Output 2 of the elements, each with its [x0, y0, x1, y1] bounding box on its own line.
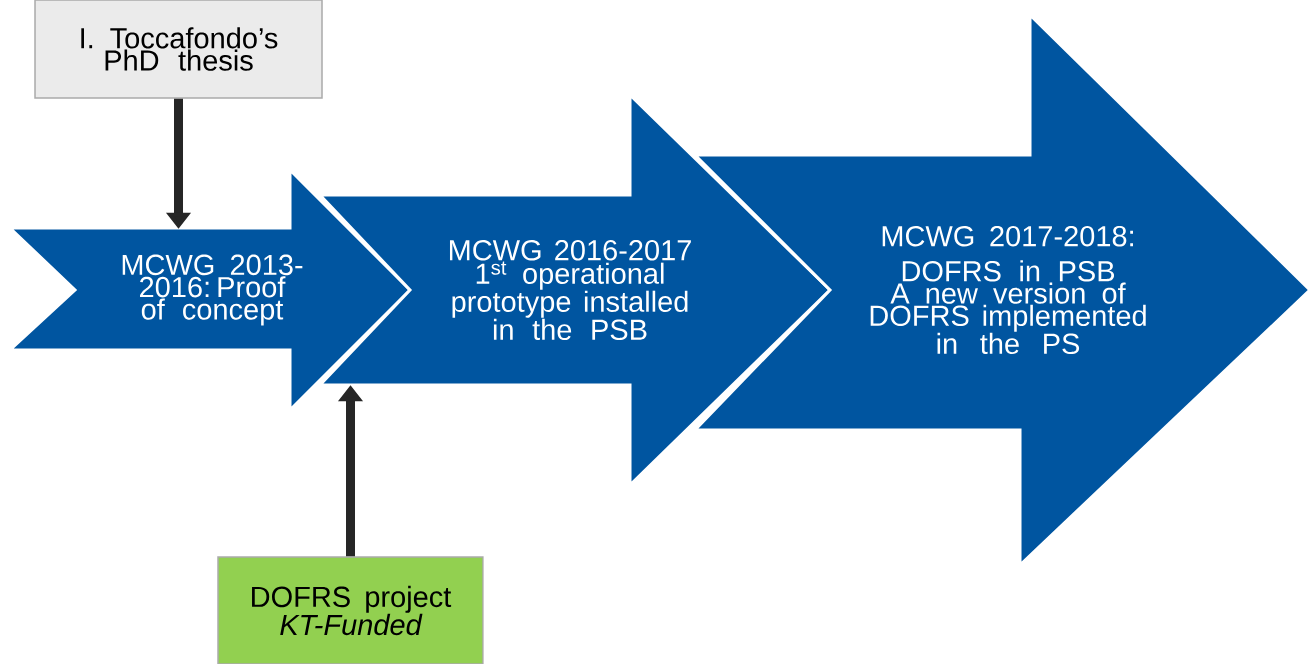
project-box: DOFRS project KT-Funded [217, 556, 484, 664]
thesis-box: I. Toccafondo’s PhD thesis [34, 0, 323, 99]
